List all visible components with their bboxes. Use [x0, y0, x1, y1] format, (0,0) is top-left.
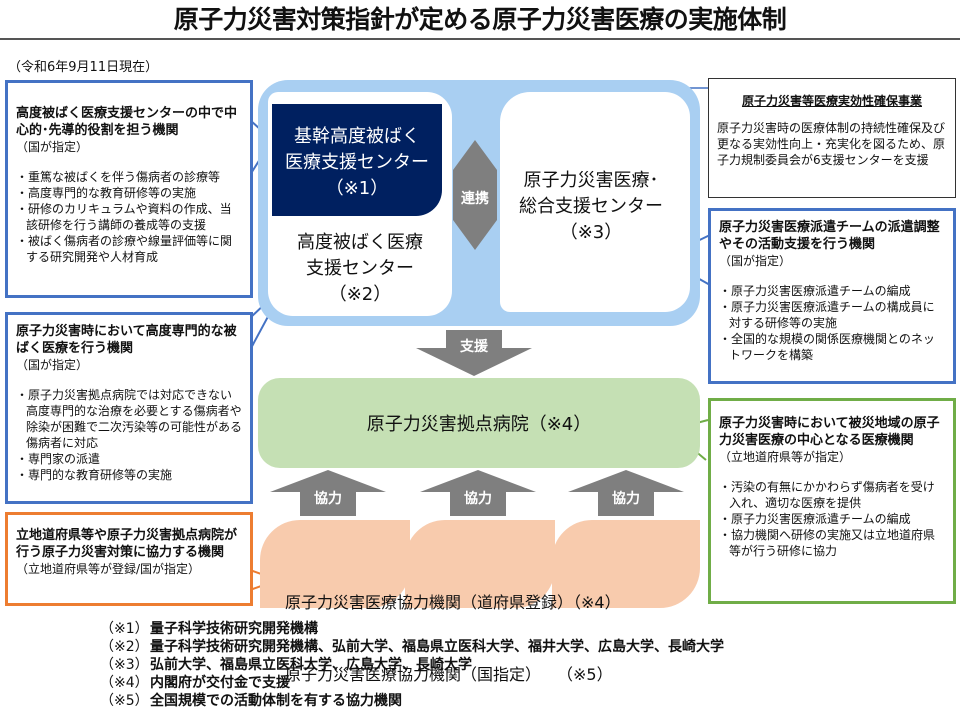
- footnote-text: 量子科学技術研究開発機構: [150, 621, 318, 637]
- support-label: 支援: [460, 339, 488, 355]
- advanced-center-info-box: 原子力災害時において高度専門的な被ばく医療を行う機関 （国が指定） 原子力災害拠…: [5, 312, 253, 504]
- support-down-arrow-icon: [416, 330, 532, 376]
- footnote: （※1）量子科学技術研究開発機構: [100, 620, 724, 638]
- box-body: 原子力災害時の医療体制の持続性確保及び更なる実効性向上・充実化を図るため、原子力…: [717, 121, 946, 167]
- coop-up-arrow-icon: [420, 470, 536, 516]
- footnote-mark: （※3）: [100, 657, 149, 673]
- list-item: 原子力災害医療派遣チームの編成: [719, 283, 945, 299]
- as-of-date: （令和6年9月11日現在）: [8, 60, 159, 75]
- list-item: 被ばく傷病者の診療や線量評価等に関する研究開発や人材育成: [16, 233, 242, 265]
- label-line: 高度被ばく医療: [297, 232, 423, 253]
- list-item: 研修のカリキュラムや資料の作成、当該研修を行う講師の養成等の支援: [16, 201, 242, 233]
- cooperation-arrows: [270, 470, 684, 516]
- footnote: （※5）全国規模での活動体制を有する協力機関: [100, 692, 724, 710]
- label-line: 医療支援センター: [285, 152, 429, 173]
- coop-up-arrow-icon: [270, 470, 386, 516]
- list-item: 専門的な教育研修等の実施: [16, 467, 242, 483]
- list-item: 原子力災害拠点病院では対応できない高度専門的な治療を必要とする傷病者や除染が困難…: [16, 387, 242, 451]
- list-item: 高度専門的な教育研修等の実施: [16, 185, 242, 201]
- footnote-text: 弘前大学、福島県立医科大学、広島大学、長崎大学: [150, 657, 472, 673]
- box-heading: 高度被ばく医療支援センターの中で中心的･先導的役割を担う機関: [16, 106, 238, 138]
- footnote-text: 量子科学技術研究開発機構、弘前大学、福島県立医科大学、福井大学、広島大学、長崎大…: [150, 639, 724, 655]
- page-title: 原子力災害対策指針が定める原子力災害医療の実施体制: [0, 0, 960, 40]
- box-heading: 原子力災害時において高度専門的な被ばく医療を行う機関: [16, 324, 237, 356]
- coop-label: 協力: [314, 491, 342, 507]
- box-subtitle: （国が指定）: [16, 140, 89, 154]
- list-item: 汚染の有無にかかわらず傷病者を受け入れ、適切な医療を提供: [719, 479, 945, 511]
- base-hospital-info-box: 原子力災害時において被災地域の原子力災害医療の中心となる医療機関 （立地道府県等…: [708, 398, 956, 604]
- list-item: 原子力災害医療派遣チームの構成員に対する研修等の実施: [719, 299, 945, 331]
- list-item: 専門家の派遣: [16, 451, 242, 467]
- label-line: （※1）: [325, 178, 389, 199]
- core-center-box: [272, 104, 442, 216]
- list-item: 協力機関へ研修の実施又は立地道府県等が行う研修に協力: [719, 527, 945, 559]
- footnote: （※2）量子科学技術研究開発機構、弘前大学、福島県立医科大学、福井大学、広島大学…: [100, 638, 724, 656]
- footnote: （※3）弘前大学、福島県立医科大学、広島大学、長崎大学: [100, 656, 724, 674]
- footnote-mark: （※1）: [100, 621, 149, 637]
- footnote: （※4）内閣府が交付金で支援: [100, 674, 724, 692]
- footnote-mark: （※4）: [100, 675, 149, 691]
- coop-institution-shape: [552, 520, 700, 608]
- box-subtitle: （立地道府県等が登録/国が指定）: [16, 562, 201, 576]
- label-line: 総合支援センター: [519, 196, 663, 217]
- box-heading: 立地道府県等や原子力災害拠点病院が行う原子力災害対策に協力する機関: [16, 528, 238, 560]
- box-subtitle: （国が指定）: [16, 358, 89, 372]
- label-line: 原子力災害医療協力機関（道府県登録）（※4）: [285, 593, 621, 612]
- advanced-center-label: 高度被ばく医療 支援センター （※2）: [268, 230, 452, 308]
- coop-institution-shape: [405, 520, 555, 608]
- coop-label: 協力: [612, 491, 640, 507]
- cooperating-institution-info-box: 立地道府県等や原子力災害拠点病院が行う原子力災害対策に協力する機関 （立地道府県…: [5, 512, 253, 606]
- footnotes: （※1）量子科学技術研究開発機構 （※2）量子科学技術研究開発機構、弘前大学、福…: [100, 620, 724, 710]
- list-item: 原子力災害医療派遣チームの編成: [719, 511, 945, 527]
- core-center-info-box: 高度被ばく医療支援センターの中で中心的･先導的役割を担う機関 （国が指定） 重篤…: [5, 80, 253, 298]
- label-line: 支援センター: [306, 258, 414, 279]
- box-subtitle: （立地道府県等が指定）: [719, 450, 852, 464]
- box-heading: 原子力災害医療派遣チームの派遣調整やその活動支援を行う機関: [719, 220, 940, 252]
- box-heading: 原子力災害時において被災地域の原子力災害医療の中心となる医療機関: [719, 416, 940, 448]
- coop-institution-label: 原子力災害医療協力機関（道府県登録）（※4） 原子力災害医療協力機関（国指定） …: [285, 543, 621, 711]
- dispatch-team-info-box: 原子力災害医療派遣チームの派遣調整やその活動支援を行う機関 （国が指定） 原子力…: [708, 208, 956, 384]
- list-item: 全国的な規模の関係医療機関とのネットワークを構築: [719, 331, 945, 363]
- label-line: 原子力災害医療協力機関（国指定） （※5）: [285, 665, 613, 684]
- base-hospital-box: [258, 378, 700, 468]
- label-line: （※2）: [328, 284, 392, 305]
- coop-institution-shape: [260, 520, 410, 608]
- box-subtitle: （国が指定）: [719, 254, 792, 268]
- label-line: 基幹高度被ばく: [294, 126, 420, 147]
- list-item: 重篤な被ばくを伴う傷病者の診療等: [16, 169, 242, 185]
- general-center-panel: [500, 92, 690, 312]
- footnote-mark: （※2）: [100, 639, 149, 655]
- link-label: 連携: [461, 191, 489, 207]
- label-line: （※3）: [559, 222, 623, 243]
- label-line: 原子力災害医療･: [523, 170, 659, 191]
- footnote-mark: （※5）: [100, 693, 149, 709]
- effectiveness-project-box: 原子力災害等医療実効性確保事業 原子力災害時の医療体制の持続性確保及び更なる実効…: [708, 78, 956, 198]
- footnote-text: 内閣府が交付金で支援: [150, 675, 290, 691]
- link-double-arrow-icon: [453, 140, 497, 250]
- core-center-label: 基幹高度被ばく 医療支援センター （※1）: [272, 124, 442, 202]
- general-center-label: 原子力災害医療･ 総合支援センター （※3）: [500, 168, 682, 246]
- coop-label: 協力: [464, 491, 492, 507]
- coop-up-arrow-icon: [568, 470, 684, 516]
- box-heading: 原子力災害等医療実効性確保事業: [741, 94, 922, 108]
- base-hospital-label: 原子力災害拠点病院（※4）: [366, 414, 592, 435]
- footnote-text: 全国規模での活動体制を有する協力機関: [150, 693, 402, 709]
